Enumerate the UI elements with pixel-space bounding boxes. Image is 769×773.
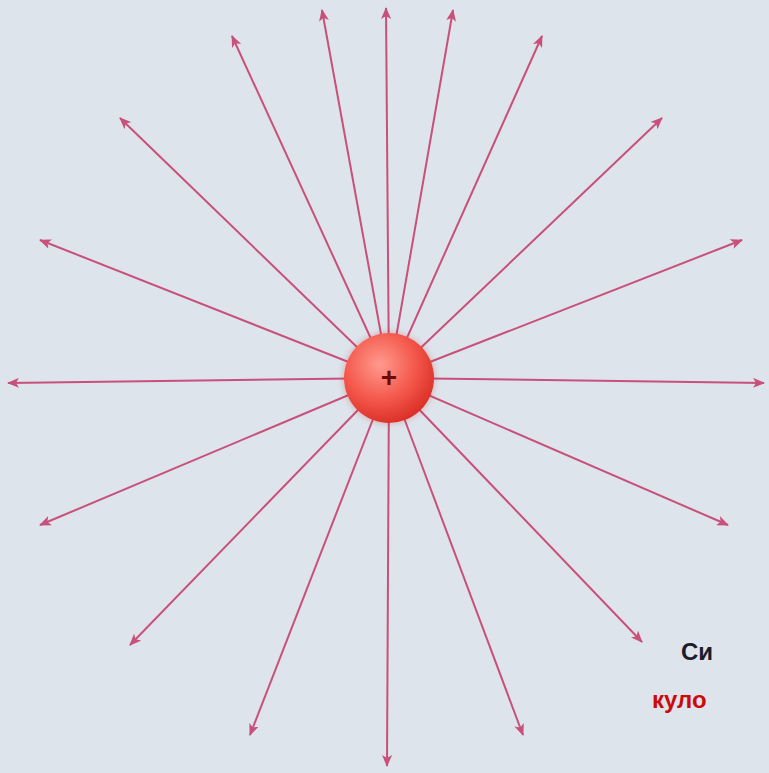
field-line	[130, 378, 389, 645]
field-line	[389, 378, 728, 525]
field-line	[8, 378, 389, 383]
field-line	[387, 378, 389, 766]
field-line	[389, 378, 642, 642]
field-line	[389, 10, 453, 378]
field-line	[389, 378, 764, 383]
field-line	[389, 240, 742, 378]
field-line	[40, 240, 389, 378]
caption-term: куло	[652, 686, 707, 714]
charge-sphere: +	[344, 333, 434, 423]
field-line	[389, 118, 662, 378]
charge-sign: +	[381, 364, 397, 392]
field-line-group	[8, 8, 764, 766]
field-line	[389, 378, 523, 735]
field-line	[386, 8, 389, 378]
field-line	[322, 10, 389, 378]
caption-word: Си	[681, 638, 713, 666]
field-line	[40, 378, 389, 525]
field-line	[250, 378, 389, 735]
field-line	[232, 36, 389, 378]
